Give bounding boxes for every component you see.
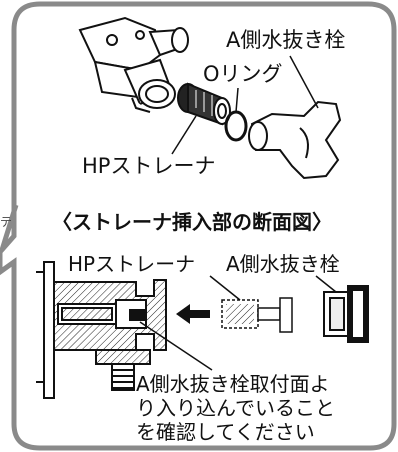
o-ring-label: Oリング — [203, 62, 283, 86]
hp-strainer-section — [221, 297, 293, 333]
drain-plug-label-top: A側水抜き栓 — [226, 28, 346, 52]
leader-hp-top — [171, 115, 197, 155]
cross-section-housing — [36, 261, 167, 399]
hp-strainer-illustration — [177, 82, 231, 126]
edge-fragment: テ — [0, 215, 13, 229]
leader-note — [139, 321, 213, 371]
hp-strainer-label-mid: HPストレーナ — [68, 252, 196, 276]
drain-plug-label-mid: A側水抜き栓 — [226, 252, 340, 276]
section-title: 〈ストレーナ挿入部の断面図〉 — [52, 210, 332, 234]
leader-oring — [235, 87, 239, 113]
callout-pointer — [0, 204, 19, 251]
drain-plug-illustration-top — [248, 100, 342, 180]
leader-hp-mid — [209, 275, 241, 301]
hp-strainer-label-top: HPストレーナ — [82, 154, 216, 178]
note-line: り入り込んでいること — [136, 396, 335, 420]
leader-drain-mid — [315, 275, 337, 293]
note-line: A側水抜き栓取付面よ — [136, 372, 330, 396]
leader-drain-top — [289, 55, 319, 109]
valve-body-illustration — [78, 16, 189, 113]
drain-plug-section — [323, 285, 369, 343]
note-line: を確認してください — [136, 420, 315, 444]
insert-direction-arrow — [176, 304, 210, 324]
installation-note: A側水抜き栓取付面よ り入り込んでいること を確認してください — [136, 372, 386, 444]
